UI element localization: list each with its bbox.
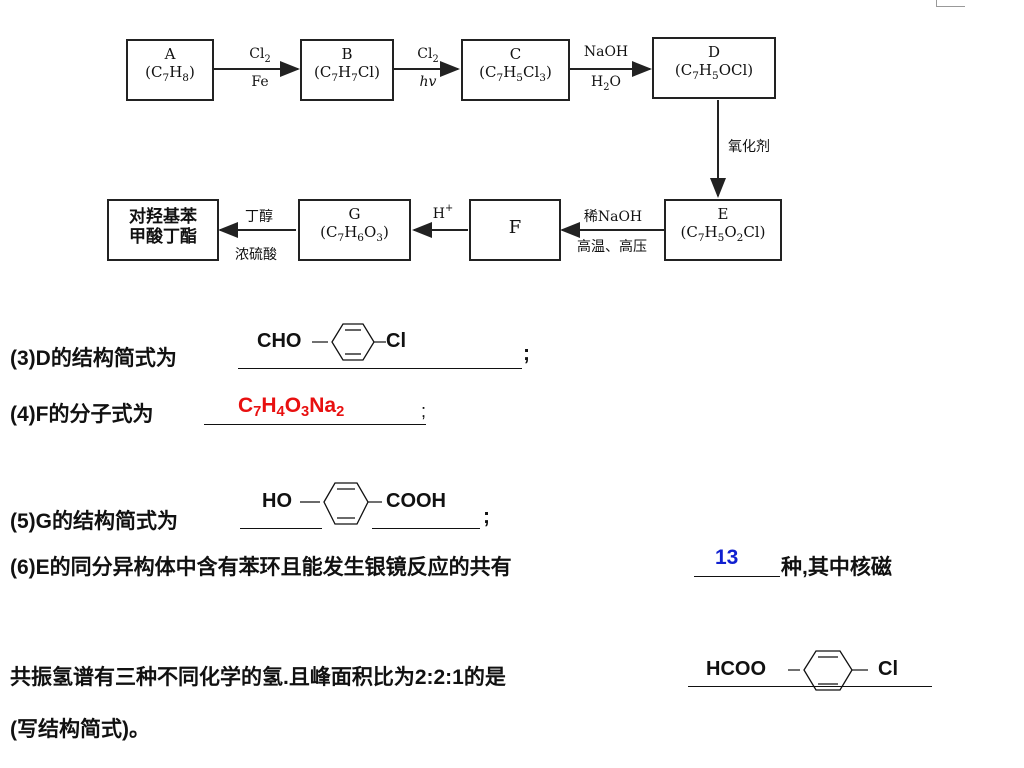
reagent-gp-top: 丁醇 [245,209,273,225]
q4-suffix: ; [421,401,427,421]
q5-answer-left-group: HO [262,490,292,512]
q5-answer-line-right [372,528,480,529]
q3-answer-right-group: Cl [386,330,406,352]
compound-g-box: G (C7H6O3) [298,199,411,261]
compound-c-formula: (C7H5Cl3) [479,63,552,84]
compound-g-formula: (C7H6O3) [320,223,389,244]
compound-e-formula: (C7H5O2Cl) [680,223,766,244]
product-name-line1: 对羟基苯 [129,207,197,227]
compound-d-name: D [707,43,721,61]
reagent-cd-bottom: H2O [591,74,621,93]
q5-answer-line-left [240,528,322,529]
reagent-cd-top: NaOH [583,44,629,60]
reagent-ef-top: 稀NaOH [583,209,643,225]
q6-structure-answer-line [688,686,932,687]
q6-answer-right-group: Cl [878,658,898,680]
compound-e-box: E (C7H5O2Cl) [664,199,782,261]
reagent-bc-bottom: hv [419,74,437,90]
reagent-gp-bottom: 浓硫酸 [235,247,277,263]
q6-benzene-ring [788,650,868,691]
q6-count-answer: 13 [715,546,739,569]
compound-f-name: F [508,217,522,238]
compound-c-box: C (C7H5Cl3) [461,39,570,101]
compound-f-box: F [469,199,561,261]
q4-answer-formula: C7H4O3Na2 [238,394,345,420]
q3-answer-left-group: CHO [257,330,302,352]
compound-a-name: A [164,45,176,63]
reagent-ab-top: Cl2 [249,46,271,65]
compound-d-formula: (C7H5OCl) [674,61,754,82]
reaction-scheme: A (C7H8) B (C7H7Cl) C (C7H5Cl3) D (C7H5O… [0,0,1024,275]
compound-a-box: A (C7H8) [126,39,214,101]
q6-answer-left-group: HCOO [706,658,766,680]
q4-answer-line [204,424,426,425]
compound-b-box: B (C7H7Cl) [300,39,394,101]
q3-benzene-ring [312,323,386,361]
q6-line1-prefix: (6)E的同分异构体中含有苯环且能发生银镜反应的共有 [10,556,512,579]
q3-prefix: (3)D的结构简式为 [10,347,177,370]
q6-line1-suffix: 种,其中核磁 [781,556,892,579]
q6-count-answer-line [694,576,780,577]
q4-prefix: (4)F的分子式为 [10,403,154,426]
q6-line3: (写结构简式)。 [10,718,150,741]
q5-answer-right-group: COOH [386,490,446,512]
q5-prefix: (5)G的结构简式为 [10,510,178,533]
compound-g-name: G [348,205,361,223]
compound-a-formula: (C7H8) [145,63,195,84]
compound-c-name: C [509,45,522,63]
reagent-de-side: 氧化剂 [728,139,770,155]
compound-b-name: B [341,45,353,63]
compound-e-name: E [717,205,729,223]
scheme-arrows [214,61,726,238]
product-box: 对羟基苯 甲酸丁酯 [107,199,219,261]
product-name-line2: 甲酸丁酯 [129,227,197,247]
compound-b-formula: (C7H7Cl) [314,63,380,84]
page-corner-mark [936,0,965,7]
reagent-bc-top: Cl2 [417,46,439,65]
q3-answer-line [238,368,522,369]
reagent-fg-top: H+ [432,203,454,222]
reagent-ab-bottom: Fe [251,74,269,90]
q3-suffix: ; [523,342,530,365]
q5-benzene-ring [300,482,382,525]
q6-line2-prefix: 共振氢谱有三种不同化学的氢.且峰面积比为2:2:1的是 [10,666,506,689]
reagent-ef-bottom: 高温、高压 [577,239,647,255]
compound-d-box: D (C7H5OCl) [652,37,776,99]
q5-suffix: ; [483,505,490,528]
